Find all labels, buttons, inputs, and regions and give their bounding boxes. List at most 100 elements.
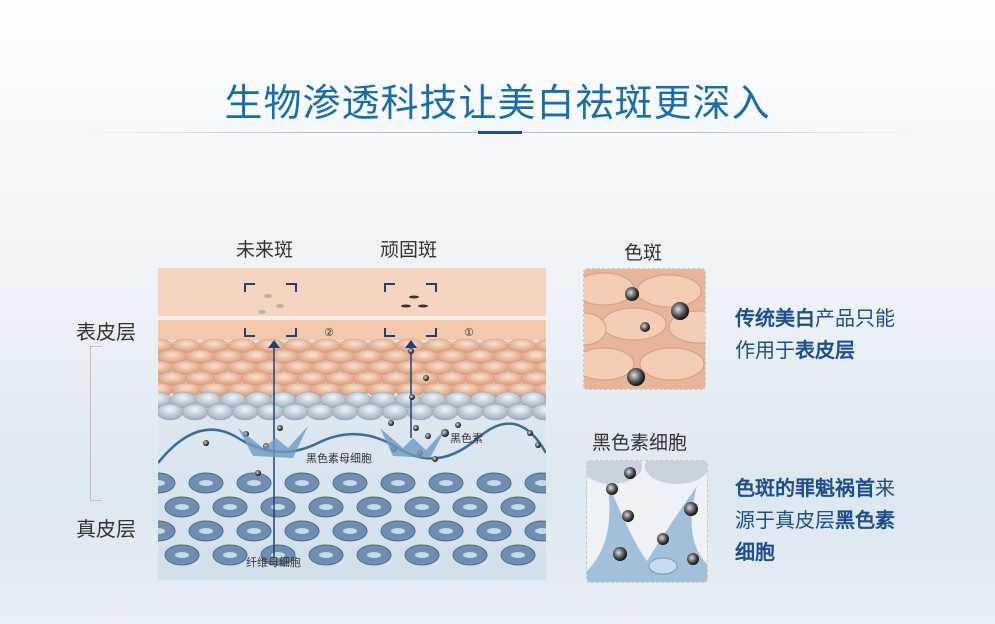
basal-cells <box>158 391 546 421</box>
basal-cell <box>158 403 184 421</box>
dermal-cells <box>158 472 546 566</box>
fibroblast-nucleus <box>463 552 477 558</box>
focus-brackets <box>244 283 437 337</box>
melanin-granule <box>413 425 419 431</box>
melanin-granule <box>535 442 541 448</box>
fibroblast-nucleus <box>511 552 525 558</box>
marker-2: ② <box>324 326 334 339</box>
melanin-granule <box>432 456 438 462</box>
fibroblast-nucleus <box>511 504 525 510</box>
fibroblast-nucleus <box>487 528 501 534</box>
melanocyte-panel-image <box>586 460 708 583</box>
arrow-head-future <box>268 340 280 348</box>
melanin-granule <box>441 429 449 437</box>
marker-1: ① <box>464 326 474 339</box>
skin-diagram: ② ① 黑色素 黑色素母细胞 纤维母细胞 <box>158 268 546 580</box>
basal-cell <box>381 403 409 421</box>
melanin-granule <box>277 425 283 431</box>
melanin-granule <box>203 440 209 446</box>
spot-panel-lines: 传统美白产品只能作用于表皮层 <box>735 302 895 366</box>
melanin-granule <box>527 430 533 436</box>
epidermis-label: 表皮层 <box>76 320 136 344</box>
basal-cell <box>506 403 534 421</box>
layer-bracket <box>90 346 102 501</box>
future-spot-label: 未来斑 <box>236 239 294 261</box>
fibroblast-nucleus <box>295 480 309 486</box>
page-title: 生物渗透科技让美白祛斑更深入 <box>224 81 771 125</box>
panel-text-line: 源于真皮层黑色素 <box>735 504 895 536</box>
fibroblast-nucleus <box>271 504 285 510</box>
basal-cell <box>544 396 546 404</box>
melanin-label: 黑色素 <box>450 431 483 445</box>
fibroblast-nucleus <box>175 552 189 558</box>
basal-cell <box>231 403 259 421</box>
text-segment: 产品只能 <box>815 306 895 330</box>
melanocyte-panel-text: 色斑的罪魁祸首来源于真皮层黑色素细胞 <box>735 472 895 568</box>
title-divider-accent <box>478 131 522 134</box>
spot-panel-label: 色斑 <box>624 242 663 264</box>
epidermal-cell <box>520 371 546 387</box>
fibroblast-nucleus <box>487 480 501 486</box>
fibroblast-nucleus <box>439 480 453 486</box>
panel-text-line: 作用于表皮层 <box>735 334 895 366</box>
stubborn-spot-label: 顽固斑 <box>380 239 438 261</box>
fibroblast-nucleus <box>295 528 309 534</box>
basal-cell <box>481 403 509 421</box>
fibroblast-nucleus <box>367 552 381 558</box>
melanin-granule <box>388 420 394 426</box>
emphasis-text: 表皮层 <box>795 338 855 362</box>
epidermal-cell <box>534 361 546 375</box>
text-segment: 源于真皮层 <box>735 508 835 532</box>
fibroblast-cell <box>158 520 176 542</box>
fibroblast-nucleus <box>223 504 237 510</box>
fibroblast-nucleus <box>175 504 189 510</box>
melanocyte-panel-lines: 色斑的罪魁祸首来源于真皮层黑色素细胞 <box>735 472 895 568</box>
basal-cell <box>206 403 234 421</box>
basal-cell <box>181 403 209 421</box>
fibroblast-nucleus <box>199 528 213 534</box>
epidermal-cell <box>534 339 546 353</box>
basal-cell <box>331 403 359 421</box>
fibroblast-nucleus <box>439 528 453 534</box>
fibroblast-cell <box>158 472 176 494</box>
fibroblast-nucleus <box>158 480 165 486</box>
text-segment: 作用于 <box>735 338 795 362</box>
basal-cell <box>531 403 546 421</box>
fibroblast-nucleus <box>367 504 381 510</box>
fibroblast-nucleus <box>535 528 546 534</box>
basal-cell <box>306 403 334 421</box>
epidermal-cell <box>520 349 546 365</box>
fibroblast-label: 纤维母细胞 <box>246 556 301 569</box>
melanin-granule <box>408 348 414 354</box>
melanin-granule <box>409 394 415 400</box>
fibroblast-nucleus <box>391 480 405 486</box>
fibroblast-nucleus <box>463 504 477 510</box>
basal-cell <box>431 403 459 421</box>
fibroblast-nucleus <box>158 528 165 534</box>
epidermal-cells <box>158 338 546 398</box>
fibroblast-nucleus <box>343 528 357 534</box>
stratum-corneum <box>158 268 546 316</box>
basal-cell <box>256 403 284 421</box>
melanin-granule <box>255 470 261 476</box>
spot-panel-image <box>583 268 706 390</box>
fibroblast-nucleus <box>343 480 357 486</box>
fibroblast-nucleus <box>247 480 261 486</box>
fibroblast-nucleus <box>319 552 333 558</box>
panel-text-line: 传统美白产品只能 <box>735 302 895 334</box>
fibroblast-nucleus <box>319 504 333 510</box>
fibroblast-nucleus <box>535 480 546 486</box>
melanin-granule <box>423 375 429 381</box>
basal-cell <box>519 391 546 409</box>
text-segment: 来 <box>875 476 895 500</box>
arrow-head-stubborn <box>405 340 417 348</box>
basal-cell <box>356 403 384 421</box>
melanocyte-label: 黑色素母细胞 <box>306 451 372 465</box>
melanin-granule <box>425 433 431 439</box>
fibroblast-nucleus <box>247 528 261 534</box>
melanin-granule <box>455 422 461 428</box>
emphasis-text: 黑色素 <box>835 508 895 532</box>
melanocyte-panel-label: 黑色素细胞 <box>592 432 688 454</box>
basal-cell <box>456 403 484 421</box>
fibroblast-nucleus <box>391 528 405 534</box>
